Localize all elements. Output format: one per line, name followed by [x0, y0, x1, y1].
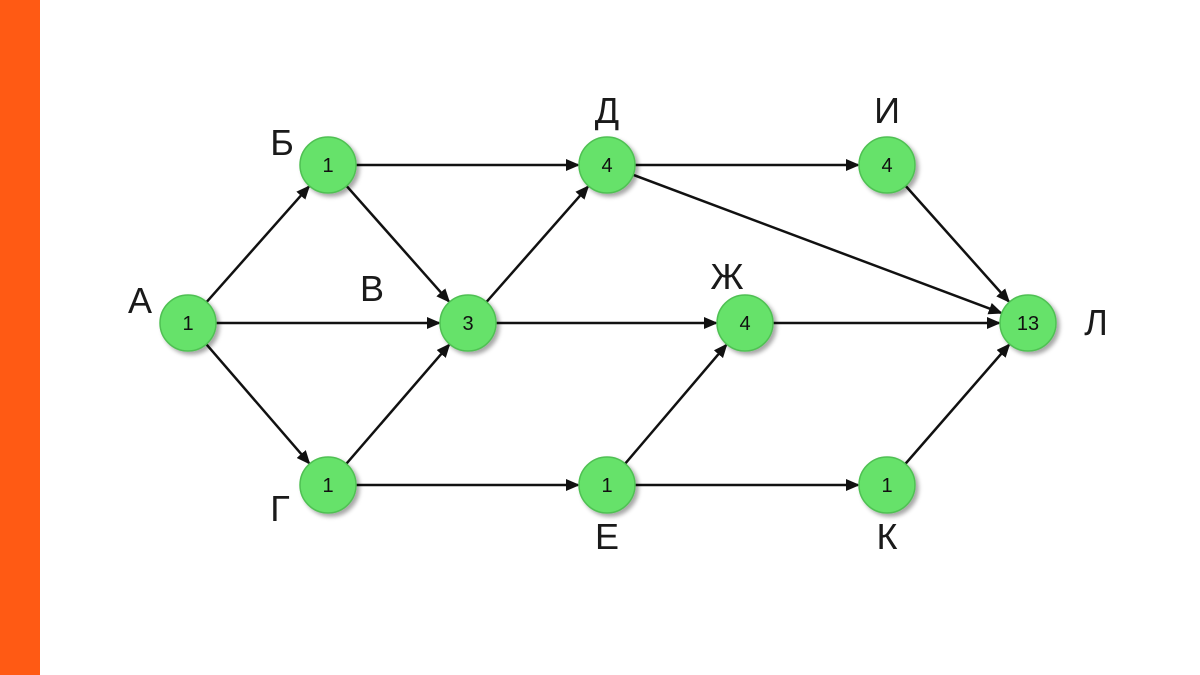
node-g: 1 — [299, 456, 357, 514]
edge-e-zh — [624, 343, 728, 465]
node-label-i: И — [874, 90, 900, 131]
node-circle — [159, 294, 217, 352]
node-label-zh: Ж — [710, 256, 743, 297]
node-e: 1 — [578, 456, 636, 514]
node-label-g: Г — [270, 488, 290, 529]
node-a: 1 — [159, 294, 217, 352]
edge-i-l — [904, 185, 1011, 303]
node-l: 13 — [999, 294, 1057, 352]
node-value: 1 — [601, 475, 612, 497]
edge-a-g — [205, 343, 311, 465]
node-label-b: Б — [270, 122, 294, 163]
node-circle — [299, 456, 357, 514]
node-value: 1 — [182, 313, 193, 335]
node-d: 4 — [578, 136, 636, 194]
node-circle — [578, 456, 636, 514]
node-label-l: Л — [1084, 302, 1108, 343]
node-value: 13 — [1017, 313, 1039, 335]
node-k: 1 — [858, 456, 916, 514]
node-circle — [439, 294, 497, 352]
node-circle — [999, 294, 1057, 352]
accent-bar — [0, 0, 40, 675]
node-value: 1 — [322, 155, 333, 177]
node-value: 3 — [462, 313, 473, 335]
node-circle — [716, 294, 774, 352]
node-b: 1 — [299, 136, 357, 194]
node-label-k: К — [877, 516, 898, 557]
node-circle — [299, 136, 357, 194]
node-label-a: А — [128, 280, 152, 321]
node-value: 4 — [601, 155, 612, 177]
node-value: 1 — [881, 475, 892, 497]
labels-layer: А Б В Г Д Е Ж И К Л — [128, 90, 1108, 557]
node-zh: 4 — [716, 294, 774, 352]
edge-a-b — [205, 185, 311, 303]
edge-g-v — [345, 343, 451, 465]
node-i: 4 — [858, 136, 916, 194]
edges-layer — [205, 159, 1011, 491]
node-circle — [858, 456, 916, 514]
node-label-d: Д — [595, 90, 619, 131]
node-circle — [858, 136, 916, 194]
edge-v-d — [485, 185, 590, 303]
node-label-v: В — [360, 268, 384, 309]
edge-d-l — [632, 173, 1003, 315]
node-circle — [578, 136, 636, 194]
node-value: 4 — [739, 313, 750, 335]
node-value: 1 — [322, 475, 333, 497]
node-label-e: Е — [595, 516, 619, 557]
node-value: 4 — [881, 155, 892, 177]
edge-b-v — [345, 185, 451, 303]
node-v: 3 — [439, 294, 497, 352]
edge-k-l — [904, 343, 1011, 465]
